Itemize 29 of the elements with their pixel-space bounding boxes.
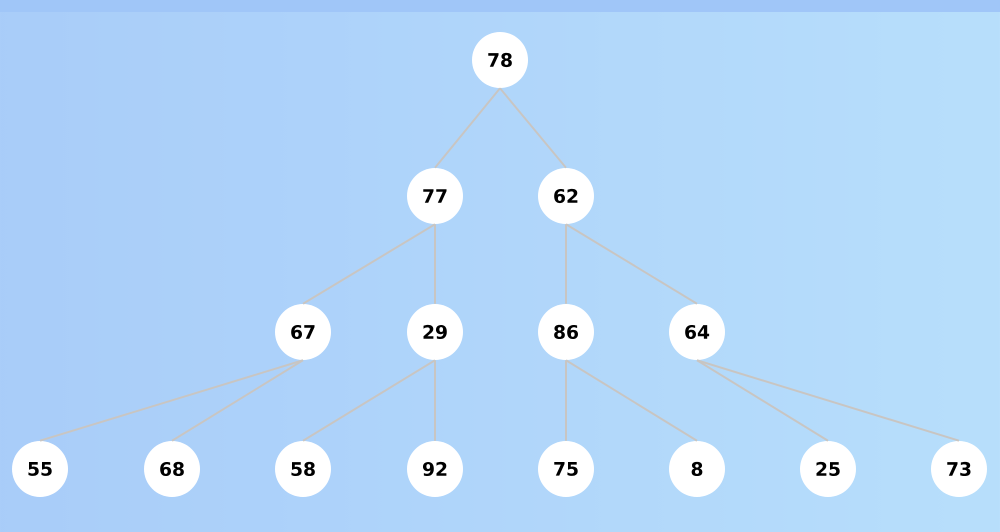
- tree-edge: [302, 359, 436, 442]
- tree-node: 8: [669, 441, 725, 497]
- tree-edge: [40, 359, 304, 442]
- tree-node: 73: [931, 441, 987, 497]
- tree-edge: [171, 359, 304, 442]
- tree-edge: [565, 360, 567, 441]
- tree-node: 64: [669, 304, 725, 360]
- tree-edge: [565, 223, 698, 305]
- tree-node: 55: [12, 441, 68, 497]
- tree-edge: [434, 88, 501, 168]
- tree-node: 77: [407, 168, 463, 224]
- tree-node: 29: [407, 304, 463, 360]
- tree-edge: [434, 360, 436, 441]
- tree-node: 62: [538, 168, 594, 224]
- tree-node: 68: [144, 441, 200, 497]
- tree-edge: [696, 359, 829, 442]
- tree-edge: [565, 224, 567, 304]
- tree-node: 67: [275, 304, 331, 360]
- tree-node: 25: [800, 441, 856, 497]
- tree-node: 86: [538, 304, 594, 360]
- tree-node: 78: [472, 32, 528, 88]
- tree-node: 58: [275, 441, 331, 497]
- tree-edge: [696, 359, 960, 442]
- tree-edge: [434, 224, 436, 304]
- tree-node: 92: [407, 441, 463, 497]
- tree-node: 75: [538, 441, 594, 497]
- tree-edge: [499, 88, 567, 168]
- tree-edge: [302, 223, 436, 305]
- tree-edge: [565, 359, 698, 442]
